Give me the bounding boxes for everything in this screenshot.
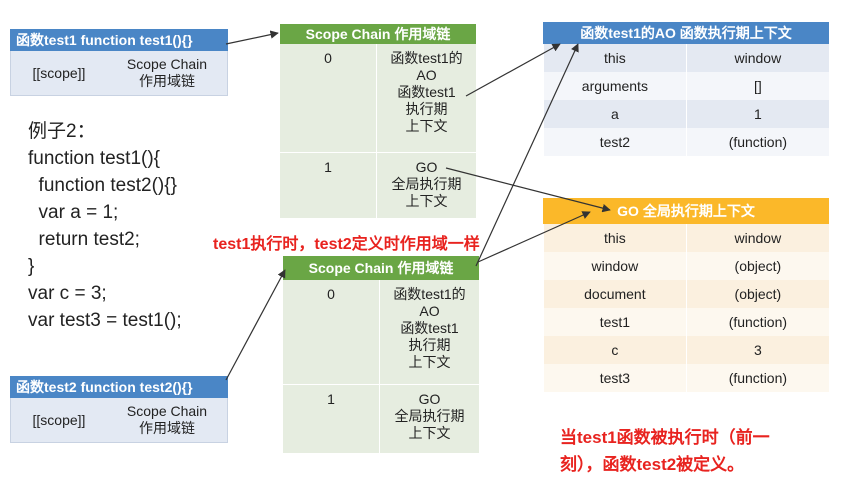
go-value: 3 [685,336,829,364]
ao-value: 1 [685,100,829,128]
go-table-title: GO 全局执行期上下文 [543,198,829,224]
go-key: test1 [543,308,687,336]
chain-value: GO 全局执行期 上下文 [376,153,476,218]
test1-function-box: 函数test1 function test1(){} [[scope]] Sco… [10,29,228,96]
code-example: 例子2： function test1(){ function test2(){… [28,121,182,331]
test2-function-box: 函数test2 function test2(){} [[scope]] Sco… [10,376,228,443]
chain-index: 1 [327,391,335,407]
test1-box-title: 函数test1 function test1(){} [10,29,228,51]
chain-index: 0 [324,50,332,66]
arrow-test2-to-chain [225,269,286,381]
go-row: test1(function) [543,308,829,336]
scope-chain-top: Scope Chain 作用域链 0 函数test1的 AO 函数test1 执… [280,24,476,218]
test1-scope-value: Scope Chain 作用域链 [126,56,208,89]
test2-box-title: 函数test2 function test2(){} [10,376,228,398]
go-value: window [685,224,829,252]
chain-value: 函数test1的 AO 函数test1 执行期 上下文 [376,44,476,152]
test1-scope-label: [[scope]] [32,65,86,81]
chain-index: 0 [327,286,335,302]
test1-scope-row: [[scope]] Scope Chain 作用域链 [10,51,228,96]
go-key: window [543,252,687,280]
note-bottom: 当test1函数被执行时（前一 刻），函数test2被定义。 [560,428,770,474]
scope-chain-bottom: Scope Chain 作用域链 0 函数test1的 AO 函数test1 执… [283,256,479,453]
chain-index: 1 [324,159,332,175]
go-value: (object) [685,280,829,308]
test2-scope-row: [[scope]] Scope Chain 作用域链 [10,398,228,443]
go-key: document [543,280,687,308]
ao-value: window [685,44,829,72]
go-row: window(object) [543,252,829,280]
scope-chain-bottom-title: Scope Chain 作用域链 [283,256,479,280]
ao-key: this [543,44,687,72]
ao-value: (function) [685,128,829,156]
ao-key: arguments [543,72,687,100]
scope-chain-top-title: Scope Chain 作用域链 [280,24,476,44]
ao-key: test2 [543,128,687,156]
go-row: document(object) [543,280,829,308]
scope-chain-bottom-row-0: 0 函数test1的 AO 函数test1 执行期 上下文 [283,280,479,385]
scope-chain-top-row-0: 0 函数test1的 AO 函数test1 执行期 上下文 [280,44,476,153]
chain-value: 函数test1的 AO 函数test1 执行期 上下文 [379,280,479,384]
go-key: test3 [543,364,687,392]
go-value: (object) [685,252,829,280]
ao-table-title: 函数test1的AO 函数执行期上下文 [543,22,829,44]
chain-value: GO 全局执行期 上下文 [379,385,479,453]
test2-scope-label: [[scope]] [32,412,86,428]
scope-chain-bottom-row-1: 1 GO 全局执行期 上下文 [283,385,479,453]
ao-value: [] [685,72,829,100]
test2-scope-value: Scope Chain 作用域链 [126,403,208,436]
go-key: this [543,224,687,252]
scope-chain-top-row-1: 1 GO 全局执行期 上下文 [280,153,476,218]
go-value: (function) [685,364,829,392]
ao-key: a [543,100,687,128]
arrow-test1-to-chain [225,30,279,45]
go-value: (function) [685,308,829,336]
note-middle: test1执行时，test2定义时作用域一样 [213,236,480,253]
ao-row: test2(function) [543,128,829,156]
go-key: c [543,336,687,364]
go-row: test3(function) [543,364,829,392]
ao-row: arguments[] [543,72,829,100]
